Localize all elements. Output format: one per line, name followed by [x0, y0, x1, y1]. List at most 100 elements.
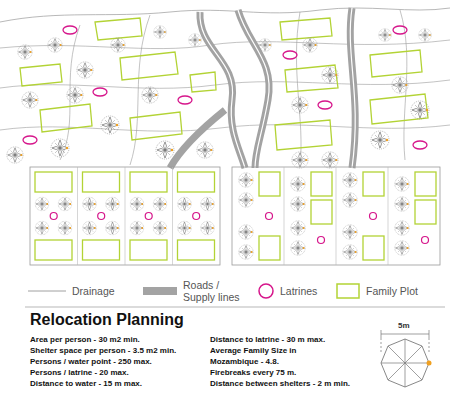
shelter-symbol — [291, 221, 305, 235]
drainage-lines — [0, 10, 450, 165]
plan-plot — [83, 240, 120, 260]
shelter-symbol — [106, 197, 120, 211]
plan-plot — [363, 236, 384, 260]
shelter-symbol — [18, 45, 32, 59]
shelter-symbol — [178, 197, 192, 211]
roads — [170, 8, 355, 168]
plan-divider — [172, 167, 173, 265]
shelter-symbol — [371, 131, 389, 149]
shelter-symbol — [48, 38, 62, 52]
shelter-symbol — [201, 197, 215, 211]
shelter-symbol — [83, 197, 97, 211]
plan-plot — [83, 172, 120, 192]
plan-plot — [311, 200, 332, 224]
plan-blocks — [30, 167, 440, 265]
plan-latrine — [145, 213, 152, 220]
plot-sample — [337, 284, 359, 298]
shelter-symbol — [77, 62, 93, 78]
shelter-symbol — [395, 197, 409, 211]
plan-divider — [125, 167, 126, 265]
plan-latrine — [266, 213, 273, 220]
shelter-symbol — [395, 241, 409, 255]
drainage-sample — [28, 291, 66, 292]
plan-divider — [388, 167, 389, 265]
shelter-symbol — [197, 142, 213, 158]
shelter-symbol — [22, 92, 38, 108]
shelter-symbol — [51, 139, 69, 157]
plan-plot — [363, 172, 384, 196]
shelter-symbol — [239, 225, 253, 239]
plan-plot — [259, 172, 280, 196]
shelter-symbol — [189, 34, 202, 47]
plan-plot — [415, 172, 436, 196]
latrine-sample — [259, 284, 273, 298]
shelter-symbol — [379, 29, 392, 42]
shelter-symbol — [58, 221, 72, 235]
shelter-symbol — [111, 38, 125, 52]
shelter-symbol — [130, 221, 144, 235]
shelter-symbol — [292, 152, 308, 168]
shelter-symbol — [83, 221, 97, 235]
plan-plot — [130, 240, 167, 260]
spec-line: Area per person - 30 m2 min. — [30, 334, 140, 345]
plan-plot — [178, 240, 215, 260]
shelter-symbol — [303, 38, 317, 52]
spec-line: Average Family Size in Mozambique - 4.8. — [210, 345, 322, 367]
shelter-symbol — [201, 221, 215, 235]
shelter-symbol — [259, 39, 272, 52]
shelter-symbol — [291, 197, 305, 211]
plan-latrine — [50, 213, 57, 220]
plan-latrine — [318, 237, 325, 244]
shelter-symbol — [239, 173, 253, 187]
plan-divider — [284, 167, 285, 265]
shelter-symbol — [343, 225, 357, 239]
shelter-symbol — [343, 173, 357, 187]
spec-line: Persons / water point - 250 max. — [30, 356, 152, 367]
spec-line: Distance to water - 15 m max. — [30, 378, 142, 389]
shelter-symbol — [343, 245, 357, 259]
legend-text: Family Plot — [366, 285, 418, 297]
shelter-symbol — [130, 197, 144, 211]
latrines — [23, 26, 427, 149]
shelter-symbol — [343, 193, 357, 207]
shelter-symbol — [239, 245, 253, 259]
shelter-symbol — [142, 87, 158, 103]
plan-divider — [336, 167, 337, 265]
separator — [25, 307, 445, 308]
shelter-symbol — [239, 193, 253, 207]
shelter-symbol — [7, 147, 23, 163]
shelter-symbol — [291, 241, 305, 255]
shelter-symbol — [35, 197, 49, 211]
title: Relocation Planning — [30, 311, 184, 329]
plan-latrine — [422, 237, 429, 244]
shelter-symbol — [419, 29, 432, 42]
shelters — [7, 26, 431, 168]
legend-text: Latrines — [280, 285, 317, 297]
plan-plot — [259, 236, 280, 260]
legend-swatch — [143, 287, 177, 295]
shelter-symbol — [156, 141, 174, 159]
plan-plot — [35, 240, 72, 260]
shelter-symbol — [178, 221, 192, 235]
shelter-symbol — [58, 197, 72, 211]
spec-line: Distance to latrine - 30 m max. — [210, 334, 325, 345]
shelter-detail — [381, 330, 432, 387]
dimension-label: 5m — [398, 321, 410, 330]
plan-latrine — [193, 213, 200, 220]
shelter-symbol — [395, 221, 409, 235]
family-plots — [20, 18, 428, 150]
shelter-symbol — [322, 67, 338, 83]
legend-text: Roads / Supply lines — [183, 279, 253, 303]
spec-line: Shelter space per person - 3.5 m2 min. — [30, 345, 176, 356]
shelter-symbol — [67, 87, 83, 103]
plan-latrine — [370, 213, 377, 220]
plan-plot — [311, 172, 332, 196]
shelter-symbol — [395, 177, 409, 191]
shelter-symbol — [153, 221, 167, 235]
shelter-symbol — [101, 116, 119, 134]
shelter-symbol — [392, 77, 408, 93]
plan-plot — [130, 172, 167, 192]
spec-line: Distance between shelters - 2 m min. — [210, 378, 350, 389]
shelter-symbol — [35, 221, 49, 235]
spec-line: Persons / latrine - 20 max. — [30, 367, 129, 378]
